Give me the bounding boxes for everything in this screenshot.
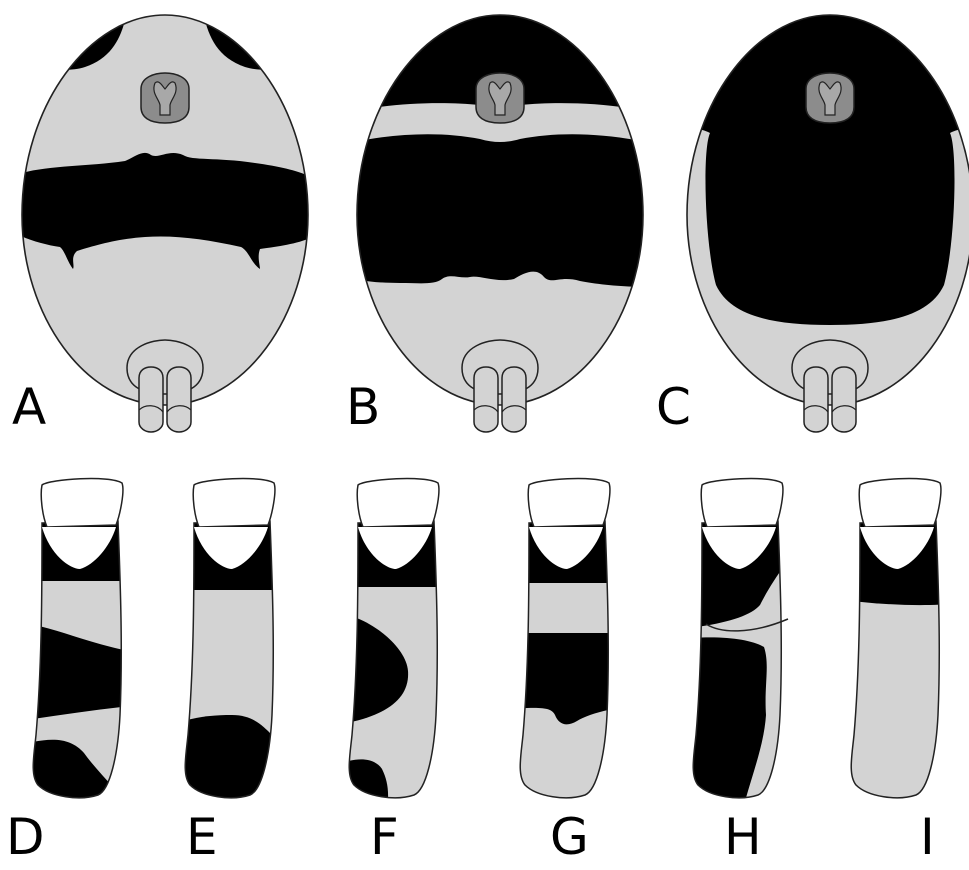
leg-d [20, 479, 140, 815]
panel-label-b: B [346, 382, 380, 432]
leg-f [336, 479, 456, 815]
panel-label-a: A [12, 382, 46, 432]
panel-label-d: D [6, 812, 45, 862]
panel-label-i: I [920, 812, 935, 862]
panel-label-e: E [186, 812, 218, 862]
panel-label-c: C [656, 382, 691, 432]
abdomen-c [670, 0, 969, 432]
abdomen-b [340, 0, 660, 432]
panel-label-h: H [724, 812, 762, 862]
panel-label-f: F [370, 812, 399, 862]
leg-e [172, 479, 292, 815]
panel-label-g: G [550, 812, 589, 862]
leg-h [680, 479, 800, 815]
leg-g [507, 479, 627, 798]
abdomen-a [5, 0, 325, 432]
leg-i [838, 479, 958, 798]
